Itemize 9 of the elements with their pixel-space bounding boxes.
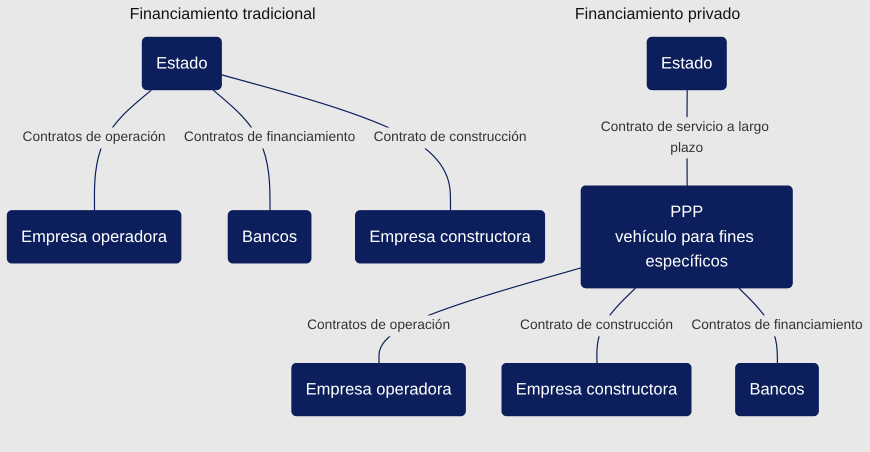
edge-label: Contratos de operación [22, 129, 166, 145]
heading: Financiamiento privado [574, 6, 740, 24]
edge-label: Contratos de operación [307, 317, 450, 333]
edge-label: Contrato de construcción [520, 317, 673, 333]
heading: Financiamiento tradicional [130, 6, 316, 24]
edge-label: Contrato de servicio a largo plazo [600, 118, 769, 156]
edge-label: Contrato de construcción [374, 129, 527, 145]
edge-label: Contratos de financiamiento [691, 317, 863, 333]
edge-label: Contratos de financiamiento [184, 129, 356, 145]
